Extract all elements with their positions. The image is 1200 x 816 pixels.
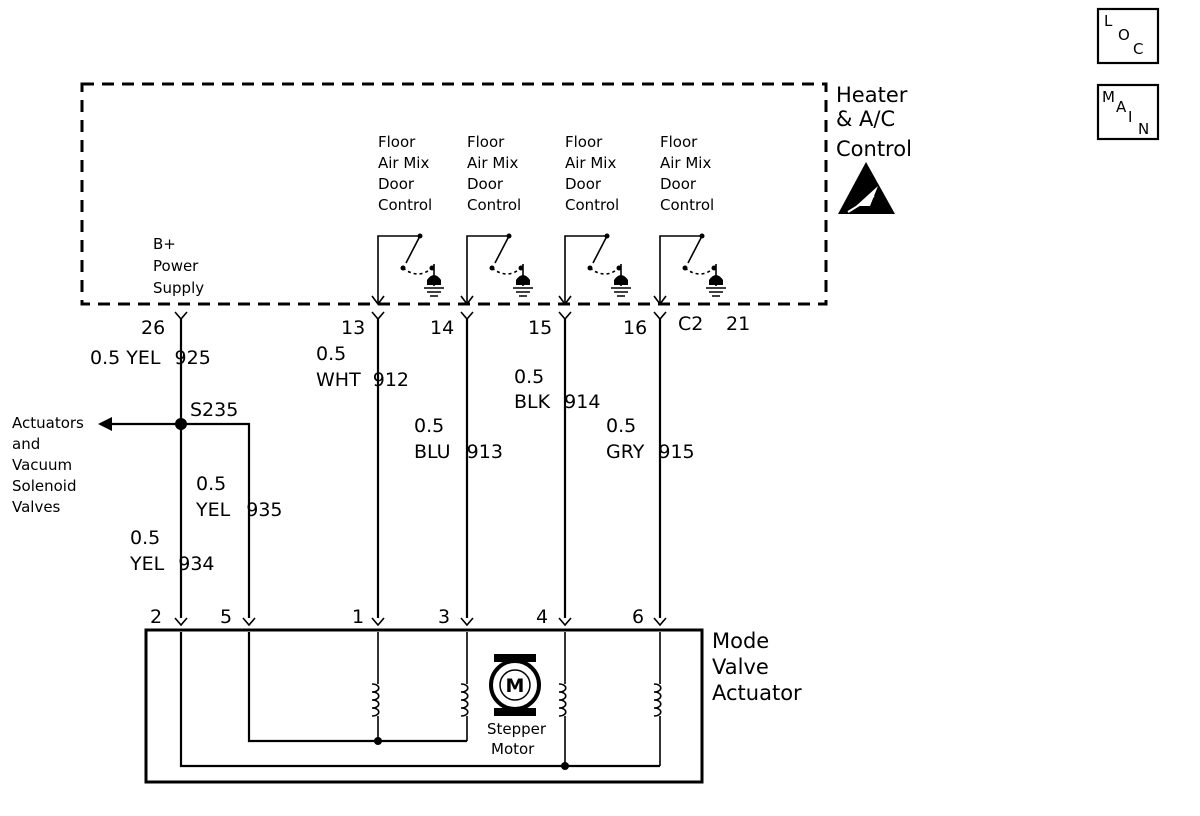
actuator-pin-label: 2 [150,606,162,628]
switch-label-line: Control [467,196,521,214]
main-badge-letter: M [1102,88,1115,106]
actuator-pin-label: 3 [438,606,450,628]
wire-914-label: BLK 914 [514,391,600,413]
loc-badge-letter: L [1104,12,1113,30]
main-badge-letter: A [1116,98,1127,116]
switch-label-line: Door [565,175,602,193]
floor-air-mix-switch-3: Floor Air Mix Door Control [558,133,632,305]
motor-label-line: Motor [491,740,535,758]
floor-air-mix-switch-2: Floor Air Mix Door Control [460,133,534,305]
switch-label-line: Floor [378,133,416,151]
heater-ac-control-module [80,82,828,306]
main-badge-icon[interactable]: M A I N [1096,83,1160,141]
switch-label-line: Control [378,196,432,214]
main-badge-letter: N [1138,120,1149,138]
wire-915-gauge: 0.5 [606,415,636,437]
pin-26-label: 26 [141,317,165,339]
branch-arrow-icon [98,417,181,431]
wire-913-label: BLU 913 [414,441,503,463]
floor-air-mix-switch-4: Floor Air Mix Door Control [653,133,727,305]
pin-14-label: 14 [430,317,454,339]
switch-label-line: Floor [660,133,698,151]
splice-s235-label: S235 [190,399,238,421]
pin-15-label: 15 [528,317,552,339]
switch-label-line: Air Mix [467,154,518,172]
wire-912-gauge: 0.5 [316,343,346,365]
switch-label-line: Air Mix [565,154,616,172]
wire-925-label: 0.5 YEL 925 [90,347,211,369]
connector-c2-pins [174,311,667,320]
branch-label-line: and [12,435,40,453]
motor-symbol: M [506,675,525,697]
branch-label-line: Solenoid [12,477,76,495]
esd-warning-icon [838,162,895,214]
wire-914-gauge: 0.5 [514,366,544,388]
wire-935-gauge: 0.5 [196,473,226,495]
loc-badge-icon[interactable]: L O C [1096,7,1160,65]
pin-13-label: 13 [341,317,365,339]
power-supply-label-line: Power [153,257,199,275]
module-title-line: Heater [836,83,908,107]
module-title-line: Control [836,137,912,161]
switch-label-line: Control [565,196,619,214]
actuator-title-line: Valve [712,655,769,679]
switch-label-line: Door [660,175,697,193]
wire-935-label: YEL 935 [195,499,283,521]
actuator-title-line: Actuator [712,681,802,705]
floor-air-mix-switch-1: Floor Air Mix Door Control [371,133,445,305]
actuator-internal-wiring [179,632,662,770]
mode-valve-actuator-box [144,628,704,784]
actuator-title-line: Mode [712,629,769,653]
power-supply-label-line: B+ [153,235,176,253]
actuator-pin-label: 1 [352,606,364,628]
switch-label-line: Air Mix [660,154,711,172]
wire-915-label: GRY 915 [606,441,695,463]
branch-label-line: Actuators [12,414,84,432]
actuator-pin-label: 4 [536,606,548,628]
switch-label-line: Door [467,175,504,193]
motor-label-line: Stepper [487,720,547,738]
module-title-line: & A/C [836,107,895,131]
pin-16-label: 16 [623,317,647,339]
wire-934-gauge: 0.5 [130,527,160,549]
main-badge-letter: I [1128,108,1132,126]
power-supply-label-line: Supply [153,279,204,297]
switch-label-line: Floor [467,133,505,151]
actuator-pin-label: 5 [220,606,232,628]
wire-934-label: YEL 934 [129,553,215,575]
wire-912-label: WHT 912 [316,369,409,391]
stepper-motor-icon: M [489,654,541,716]
wire-935 [181,422,251,618]
wire-913-gauge: 0.5 [414,415,444,437]
branch-label-line: Vacuum [12,456,72,474]
switch-label-line: Door [378,175,415,193]
loc-badge-letter: C [1133,40,1143,58]
switch-label-line: Control [660,196,714,214]
switch-label-line: Air Mix [378,154,429,172]
branch-label-line: Valves [12,498,61,516]
loc-badge-letter: O [1118,26,1130,44]
connector-c2-pin-21: 21 [726,313,750,335]
actuator-connector-pins [174,617,667,626]
switch-label-line: Floor [565,133,603,151]
actuator-pin-label: 6 [632,606,644,628]
connector-c2-name: C2 [678,313,703,335]
